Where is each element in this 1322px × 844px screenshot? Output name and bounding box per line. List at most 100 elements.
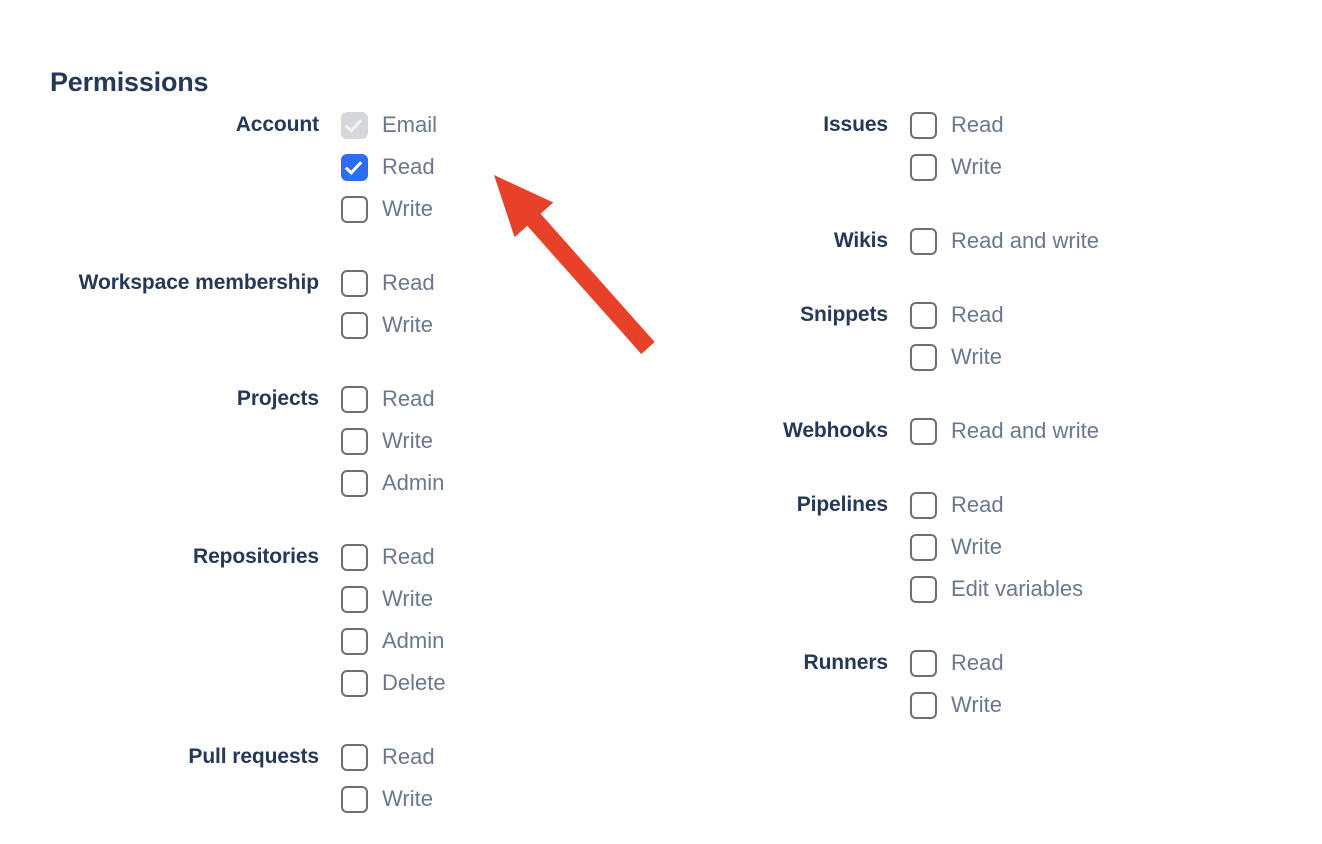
permission-option-row[interactable]: Read <box>910 294 1320 336</box>
permission-option-row[interactable]: Read <box>341 262 660 304</box>
permission-group-label: Pipelines <box>796 493 888 516</box>
permission-option-label: Read and write <box>951 418 1099 443</box>
permission-option-row[interactable]: Read <box>910 642 1320 684</box>
permission-option-label: Write <box>382 786 433 811</box>
permission-group-label: Projects <box>236 387 319 410</box>
permission-option-label: Write <box>382 428 433 453</box>
checkbox-unchecked-icon[interactable] <box>910 649 937 677</box>
permission-option-label: Write <box>951 344 1002 369</box>
permission-option-row[interactable]: Edit variables <box>910 568 1320 610</box>
permission-option-label: Write <box>951 534 1002 559</box>
permission-option-label: Write <box>382 312 433 337</box>
permission-option-row[interactable]: Admin <box>341 620 660 662</box>
permission-option-row[interactable]: Read <box>341 378 660 420</box>
permission-option-row[interactable]: Write <box>341 188 660 230</box>
permission-option-label: Edit variables <box>951 576 1084 601</box>
checkmark-icon <box>344 156 363 175</box>
permission-option-row[interactable]: Read <box>341 736 660 778</box>
checkbox-unchecked-icon[interactable] <box>341 311 368 339</box>
checkbox-unchecked-icon[interactable] <box>910 111 937 139</box>
permission-option-label: Read and write <box>951 228 1099 253</box>
permission-option-row[interactable]: Read <box>910 104 1320 146</box>
checkmark-icon <box>344 114 363 133</box>
permission-group-label: Webhooks <box>783 419 888 442</box>
permission-option-label: Read <box>951 492 1004 517</box>
checkbox-unchecked-icon[interactable] <box>910 491 937 519</box>
permission-option-row[interactable]: Read <box>341 146 660 188</box>
permission-option-label: Read <box>382 744 435 769</box>
permission-option-row[interactable]: Read <box>341 536 660 578</box>
permission-group-label: Wikis <box>833 229 888 252</box>
permission-option-row[interactable]: Write <box>910 526 1320 568</box>
permission-option-row[interactable]: Email <box>341 104 660 146</box>
permission-option-row[interactable]: Read and write <box>910 220 1320 262</box>
permission-option-row[interactable]: Write <box>910 336 1320 378</box>
permission-option-label: Admin <box>382 470 445 495</box>
checkbox-unchecked-icon[interactable] <box>341 669 368 697</box>
permission-option-row[interactable]: Read <box>910 484 1320 526</box>
permission-option-row[interactable]: Write <box>910 684 1320 726</box>
checkbox-unchecked-icon[interactable] <box>341 543 368 571</box>
checkbox-unchecked-icon[interactable] <box>341 385 368 413</box>
permission-option-list: Read and write <box>910 220 1320 262</box>
page-title: Permissions <box>50 67 209 98</box>
permission-option-label: Read <box>951 650 1004 675</box>
checkbox-unchecked-icon[interactable] <box>341 627 368 655</box>
permission-group-label: Issues <box>823 113 888 136</box>
checkbox-unchecked-icon[interactable] <box>341 469 368 497</box>
checkbox-unchecked-icon[interactable] <box>341 585 368 613</box>
permission-group: Webhooks Read and write <box>620 410 1320 452</box>
permission-group-label: Snippets <box>800 303 888 326</box>
checkbox-unchecked-icon[interactable] <box>910 691 937 719</box>
permission-option-row[interactable]: Delete <box>341 662 660 704</box>
checkbox-unchecked-icon[interactable] <box>341 743 368 771</box>
checkbox-unchecked-icon[interactable] <box>341 427 368 455</box>
permission-option-row[interactable]: Admin <box>341 462 660 504</box>
permission-option-row[interactable]: Write <box>341 578 660 620</box>
checkbox-unchecked-icon[interactable] <box>910 575 937 603</box>
checkbox-unchecked-icon[interactable] <box>910 227 937 255</box>
checkbox-unchecked-icon[interactable] <box>910 343 937 371</box>
permission-option-list: Read and write <box>910 410 1320 452</box>
checkbox-unchecked-icon[interactable] <box>341 785 368 813</box>
permission-option-label: Read <box>951 112 1004 137</box>
permission-option-label: Read <box>382 270 435 295</box>
checkbox-unchecked-icon[interactable] <box>910 153 937 181</box>
checkbox-unchecked-icon[interactable] <box>910 417 937 445</box>
permission-option-row[interactable]: Write <box>910 146 1320 188</box>
permission-option-label: Read <box>382 154 435 179</box>
permission-option-label: Write <box>951 154 1002 179</box>
permission-option-label: Write <box>951 692 1002 717</box>
permission-option-row[interactable]: Write <box>341 304 660 346</box>
permission-option-row[interactable]: Read and write <box>910 410 1320 452</box>
permission-option-row[interactable]: Write <box>341 420 660 462</box>
permission-option-label: Write <box>382 196 433 221</box>
permission-option-row[interactable]: Write <box>341 778 660 820</box>
checkbox-unchecked-icon[interactable] <box>341 195 368 223</box>
checkbox-unchecked-icon[interactable] <box>910 533 937 561</box>
checkbox-unchecked-icon[interactable] <box>341 269 368 297</box>
permission-group-label: Account <box>235 113 319 136</box>
permission-option-label: Read <box>951 302 1004 327</box>
permission-option-label: Email <box>382 112 438 137</box>
permission-option-label: Read <box>382 544 435 569</box>
checkbox-checked-icon[interactable] <box>341 153 368 181</box>
checkbox-unchecked-icon[interactable] <box>910 301 937 329</box>
